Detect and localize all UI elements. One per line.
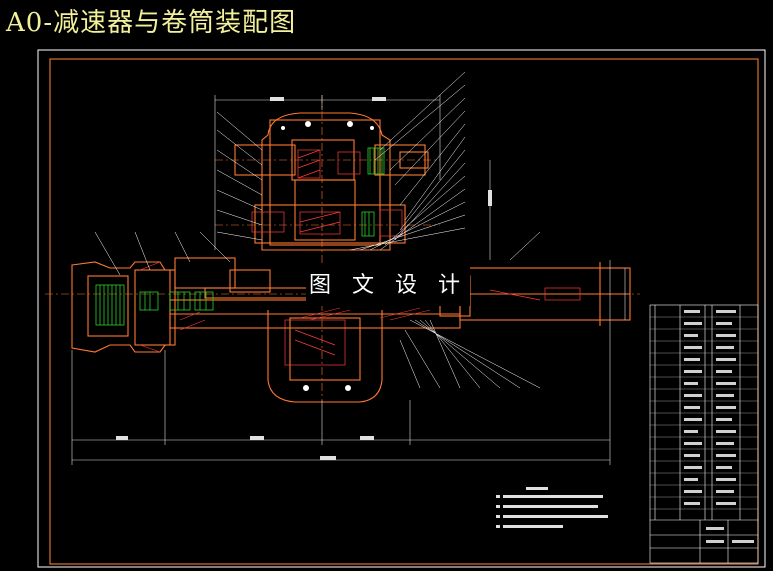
coupling-hatch <box>139 261 206 353</box>
housing-bolts <box>281 121 374 130</box>
drum-detail <box>489 287 581 301</box>
lower-housing <box>267 310 383 403</box>
shaft-hatch <box>299 307 431 321</box>
lower-bolts <box>303 385 351 391</box>
centerlines <box>45 95 640 400</box>
parts-list-rows <box>650 316 758 510</box>
dimension-lines <box>71 95 626 465</box>
upper-gears <box>361 147 385 237</box>
left-coupling <box>71 257 271 353</box>
inner-border <box>49 58 759 565</box>
parts-list <box>649 304 759 564</box>
dimension-labels <box>116 97 492 460</box>
leader-lines <box>94 71 541 389</box>
coupling-gears <box>95 284 214 326</box>
technical-notes <box>496 487 608 528</box>
parts-list-text <box>684 310 754 543</box>
section-hatching <box>251 149 403 366</box>
outer-frame <box>37 49 766 568</box>
gearbox-housing <box>234 112 429 251</box>
watermark-label: 图 文 设 计 <box>306 266 470 306</box>
drawing-title: A0-减速器与卷筒装配图 <box>6 8 297 38</box>
